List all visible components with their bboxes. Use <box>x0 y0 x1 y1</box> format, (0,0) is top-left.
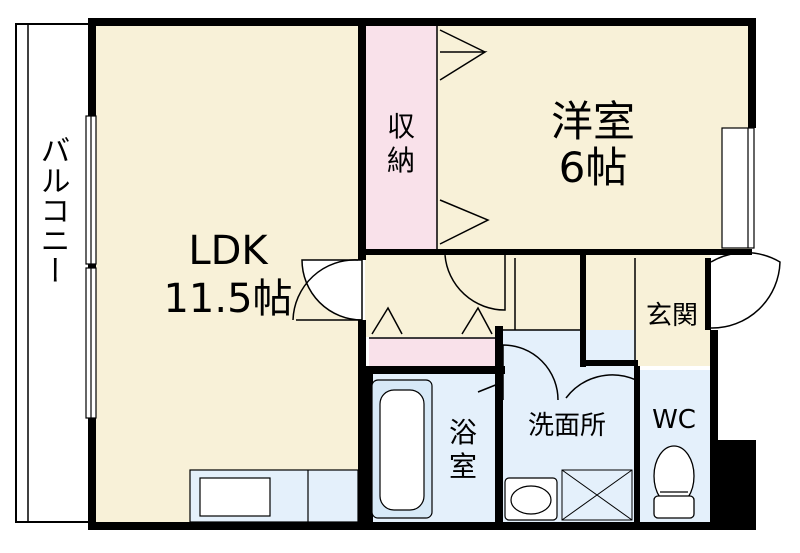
doors <box>292 29 781 440</box>
washbasin <box>504 477 558 521</box>
partitions <box>369 26 636 360</box>
bath-label-2: 室 <box>449 450 477 483</box>
entrance-label: 玄関 <box>646 301 698 331</box>
western-room-size-label: 6帖 <box>559 143 628 192</box>
ldk-name-label: LDK <box>188 228 269 274</box>
toilet <box>653 445 695 519</box>
washroom-label: 洗面所 <box>528 411 606 441</box>
balcony-windows <box>85 115 97 419</box>
ldk-size-label: 11.5帖 <box>163 276 292 322</box>
storage-floor <box>365 26 437 252</box>
bath-label-1: 浴 <box>449 416 477 449</box>
balcony-label: バルコニー <box>35 135 70 285</box>
hall-storage-floor <box>369 338 497 366</box>
wc-label: WC <box>652 405 696 435</box>
bathtub <box>371 379 433 519</box>
balcony-label-text: バルコニー <box>35 135 70 285</box>
storage-label-1: 収 <box>387 110 415 143</box>
western-room-name-label: 洋室 <box>551 97 635 146</box>
kitchen-counter <box>189 469 359 523</box>
washing-machine-pan <box>561 469 633 521</box>
storage-label-2: 納 <box>387 144 415 177</box>
western-room-floor <box>437 26 750 252</box>
western-window <box>721 127 755 249</box>
